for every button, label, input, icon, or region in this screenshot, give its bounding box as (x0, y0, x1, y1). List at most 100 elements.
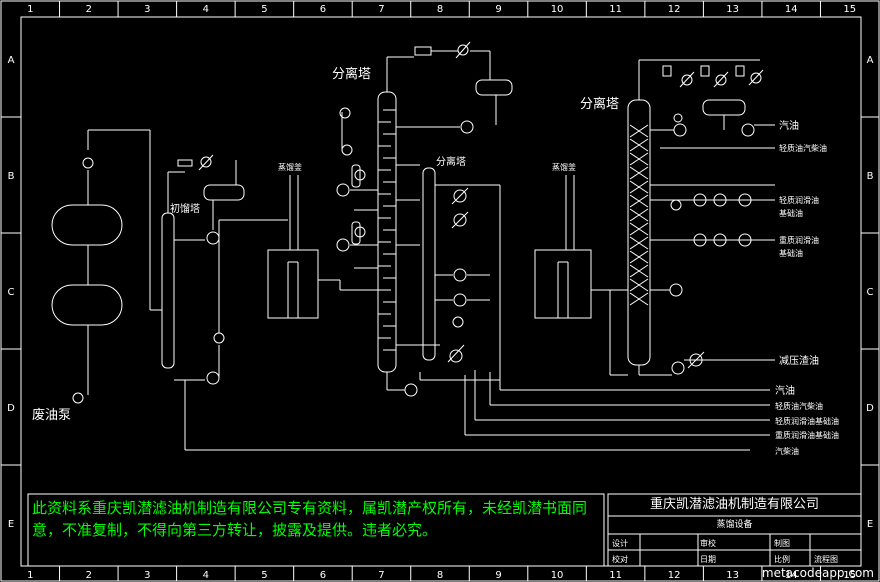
right-product-5: 基础油 (779, 248, 803, 258)
grid-row-label: D (866, 403, 874, 414)
tray-line (629, 278, 649, 292)
feed-pump-symbol (72, 392, 84, 404)
furnace-left (267, 249, 319, 319)
grid-column-label: 7 (378, 570, 384, 581)
grid-column-label: 4 (203, 570, 209, 581)
grid-column-label: 12 (668, 570, 681, 581)
cell-check: 校对 (612, 555, 628, 564)
cell-scale: 比例 (774, 555, 790, 564)
right-product-1: 轻质油汽柴油 (779, 143, 827, 153)
grid-column-label: 5 (261, 570, 267, 581)
tower-trays (378, 109, 649, 351)
tray-line (629, 166, 649, 180)
grid-column-label: 6 (320, 570, 326, 581)
grid-row-label: D (7, 403, 15, 414)
grid-column-label: 2 (86, 570, 92, 581)
condenser-top (414, 46, 432, 56)
grid-column-label: 9 (495, 570, 501, 581)
grid-row-label: A (8, 55, 15, 66)
grid-column-label: 7 (378, 4, 384, 15)
grid-column-label: 1 (27, 570, 33, 581)
grid-column-label: 10 (551, 570, 564, 581)
furnace-right (534, 249, 592, 319)
watermark: metacodeapp.com (761, 566, 874, 580)
right-product-4: 重质润滑油 (779, 235, 819, 245)
grid-column-label: 2 (86, 4, 92, 15)
bottom-product-1: 轻质油汽柴油 (775, 401, 823, 411)
grid-row-label: A (867, 55, 874, 66)
grid-column-label: 3 (144, 570, 150, 581)
right-product-2: 轻质润滑油 (779, 195, 819, 205)
bottom-product-4: 汽柴油 (775, 446, 799, 456)
condenser-initial (177, 159, 193, 167)
cell-design: 设计 (612, 539, 628, 548)
grid-column-label: 14 (785, 570, 798, 581)
right-product-6: 减压渣油 (779, 354, 819, 367)
grid-column-label: 15 (843, 4, 856, 15)
grid-column-label: 6 (320, 4, 326, 15)
tray-line (629, 250, 649, 264)
right-product-0: 汽油 (779, 119, 799, 132)
grid-row-label: C (8, 287, 15, 298)
tray-line (629, 152, 649, 166)
copyright-notice: 此资料系重庆凯潜滤油机制造有限公司专有资料，属凯潜产权所有，未经凯潜书面同意，不… (32, 499, 588, 539)
notice-frame (27, 493, 605, 567)
label-separation-tower-mid: 分离塔 (436, 155, 466, 168)
grid-column-label: 10 (551, 4, 564, 15)
cell-flowchart: 流程图 (814, 555, 838, 564)
grid-row-label: E (867, 519, 873, 530)
bottom-product-3: 重质润滑油基础油 (775, 430, 839, 440)
tray-line (629, 124, 649, 138)
tray-line (629, 236, 649, 250)
grid-column-label: 8 (437, 570, 443, 581)
cell-date: 日期 (700, 555, 716, 564)
label-separation-tower-right: 分离塔 (580, 96, 619, 112)
grid-column-label: 3 (144, 4, 150, 15)
grid-labels: 1122334455667788991010111112121313141415… (7, 4, 874, 581)
grid-row-label: B (8, 171, 15, 182)
label-separation-tower-main: 分离塔 (332, 66, 371, 82)
cell-drafting: 制图 (774, 539, 790, 548)
cell-review: 审校 (700, 539, 716, 548)
process-lines (51, 41, 775, 451)
tray-line (629, 292, 649, 306)
grid-column-label: 12 (668, 4, 681, 15)
right-product-3: 基础油 (779, 208, 803, 218)
title-block-frame (607, 493, 862, 567)
company-name: 重庆凯潜滤油机制造有限公司 (649, 497, 819, 512)
grid-row-label: E (8, 519, 14, 530)
grid-column-label: 15 (843, 570, 856, 581)
separation-tower-mid (422, 167, 436, 361)
grid-column-label: 11 (609, 4, 622, 15)
reflux-drum-main (475, 79, 513, 96)
storage-tank-upper (51, 204, 123, 246)
grid-column-label: 8 (437, 4, 443, 15)
grid-column-label: 9 (495, 4, 501, 15)
grid-column-label: 13 (726, 570, 739, 581)
initial-tower (161, 212, 175, 369)
tray-line (629, 222, 649, 236)
grid-column-label: 11 (609, 570, 622, 581)
label-furnace-right: 蒸馏釜 (552, 162, 576, 172)
tray-line (629, 138, 649, 152)
reflux-drum-initial (203, 184, 245, 201)
reflux-drum-right (702, 99, 746, 116)
grid-column-label: 1 (27, 4, 33, 15)
label-initial-tower: 初馏塔 (170, 202, 200, 215)
grid-column-label: 14 (785, 4, 798, 15)
grid-row-label: B (867, 171, 874, 182)
inner-border (20, 16, 862, 567)
tray-line (629, 208, 649, 222)
grid-column-label: 4 (203, 4, 209, 15)
drawing-name: 蒸馏设备 (716, 520, 753, 530)
bottom-product-0: 汽油 (775, 384, 795, 397)
tray-line (629, 194, 649, 208)
label-feed-pump: 废油泵 (32, 407, 71, 423)
tray-line (629, 180, 649, 194)
grid-column-label: 5 (261, 4, 267, 15)
label-furnace-left: 蒸馏釜 (278, 162, 302, 172)
grid-column-label: 13 (726, 4, 739, 15)
